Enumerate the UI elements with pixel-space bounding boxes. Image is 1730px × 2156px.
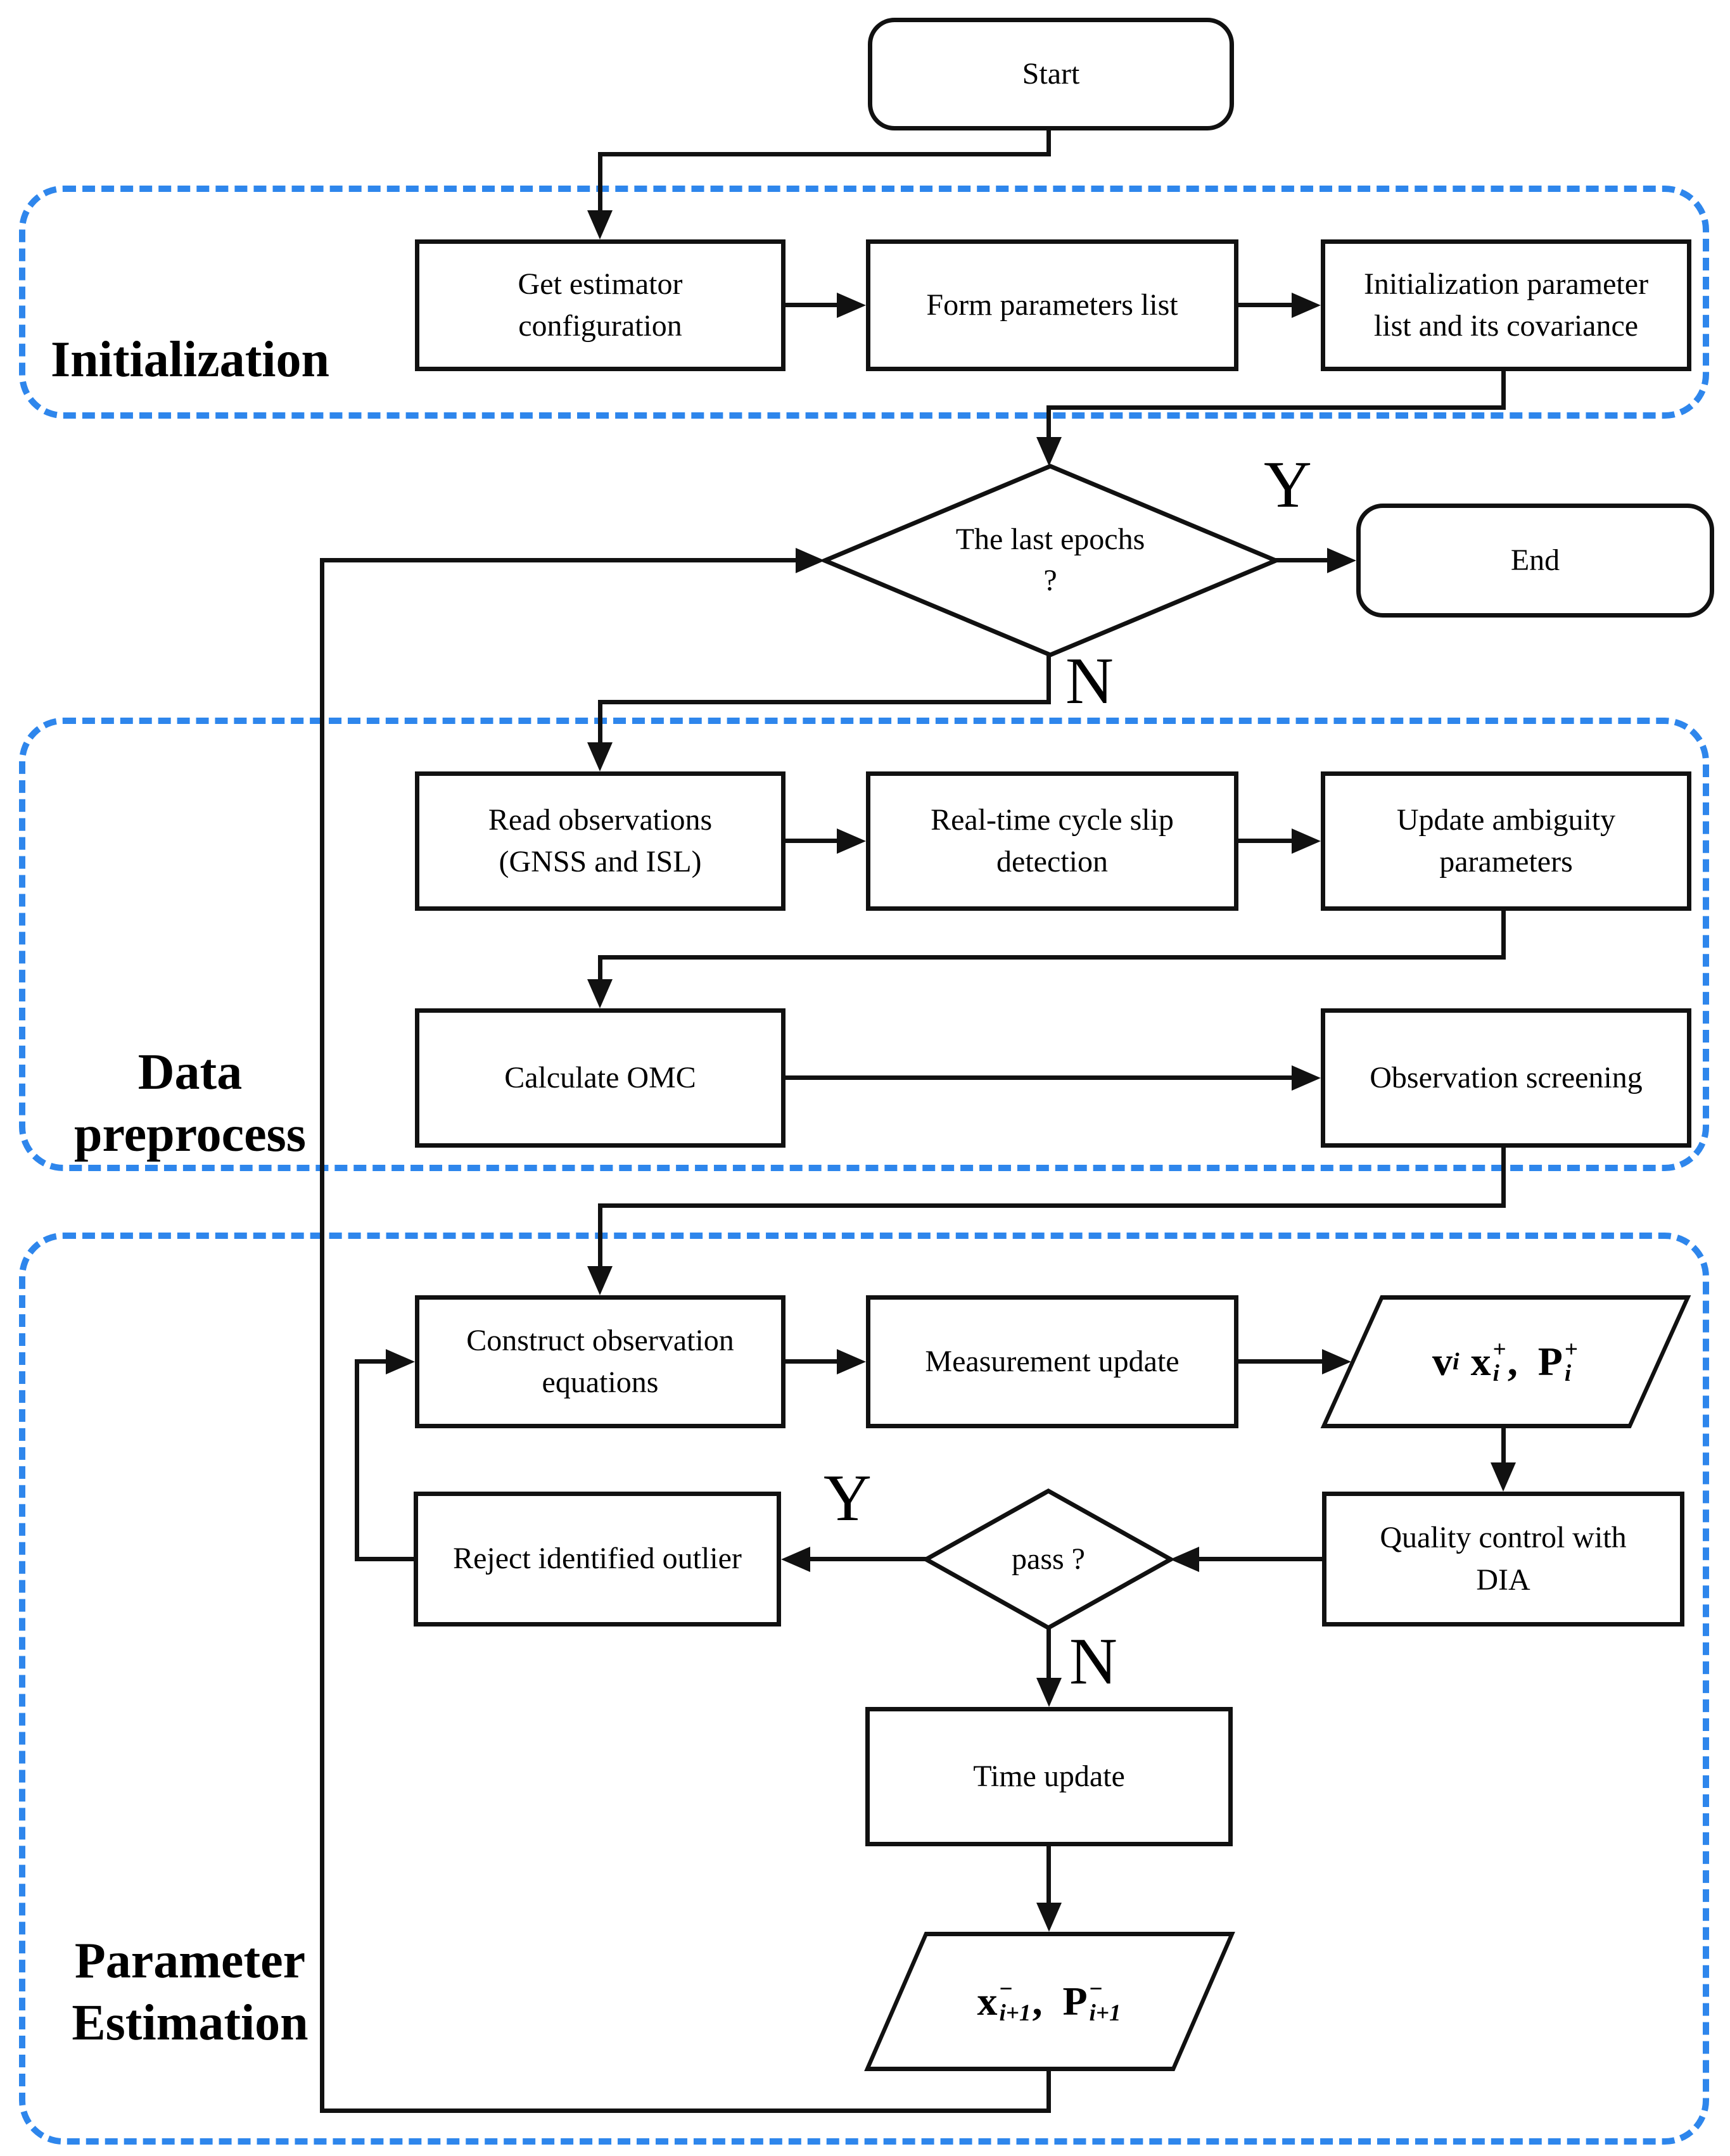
arrowhead-down-icon bbox=[1036, 1903, 1062, 1932]
decision-last-epochs: The last epochs ? bbox=[955, 523, 1145, 597]
arrowhead-right-icon bbox=[1327, 548, 1356, 573]
node-observation-screening: Observation screening bbox=[1321, 1008, 1691, 1148]
arrowhead-down-icon bbox=[587, 1266, 613, 1295]
io-prior-state: x−i+1, P−i+1 bbox=[977, 1976, 1121, 2026]
region-label-data-preprocess: Data preprocess bbox=[74, 1044, 306, 1162]
node-update-ambiguity-parameters: Update ambiguity parameters bbox=[1321, 771, 1691, 911]
arrowhead-right-icon bbox=[1292, 828, 1321, 854]
arrowhead-right-icon bbox=[1292, 1065, 1321, 1091]
node-initialization-parameter-list: Initialization parameter list and its co… bbox=[1321, 239, 1691, 371]
arrowhead-down-icon bbox=[1491, 1462, 1516, 1492]
arrowhead-down-icon bbox=[587, 742, 613, 771]
node-form-parameters-list: Form parameters list bbox=[866, 239, 1238, 371]
label-last-epochs-no: N bbox=[1065, 644, 1114, 718]
region-label-parameter-estimation: Parameter Estimation bbox=[72, 1933, 308, 2051]
arrowhead-down-icon bbox=[587, 979, 613, 1008]
arrowhead-down-icon bbox=[1036, 1678, 1062, 1707]
node-quality-control-dia: Quality control with DIA bbox=[1322, 1492, 1684, 1627]
node-measurement-update: Measurement update bbox=[866, 1295, 1238, 1428]
arrowhead-left-icon bbox=[1170, 1547, 1199, 1572]
arrowhead-right-icon bbox=[386, 1349, 415, 1374]
node-get-estimator-configuration: Get estimator configuration bbox=[415, 239, 785, 371]
label-last-epochs-yes: Y bbox=[1264, 447, 1312, 521]
decision-pass-shape bbox=[923, 1488, 1174, 1631]
decision-pass: pass ? bbox=[1012, 1542, 1085, 1576]
arrowhead-down-icon bbox=[587, 210, 613, 239]
node-construct-observation-equations: Construct observation equations bbox=[415, 1295, 785, 1428]
region-label-initialization: Initialization bbox=[50, 332, 330, 388]
decision-last-epochs-shape bbox=[821, 464, 1280, 657]
node-reject-identified-outlier: Reject identified outlier bbox=[414, 1492, 781, 1627]
arrowhead-left-icon bbox=[781, 1547, 810, 1572]
arrowhead-right-icon bbox=[837, 1349, 866, 1374]
arrowhead-right-icon bbox=[1292, 293, 1321, 318]
arrowhead-right-icon bbox=[837, 828, 866, 854]
label-pass-yes: Y bbox=[824, 1461, 872, 1535]
region-initialization bbox=[19, 186, 1709, 419]
node-read-observations: Read observations (GNSS and ISL) bbox=[415, 771, 785, 911]
arrowhead-down-icon bbox=[1036, 437, 1062, 466]
region-data-preprocess bbox=[19, 718, 1709, 1171]
node-calculate-omc: Calculate OMC bbox=[415, 1008, 785, 1148]
arrowhead-right-icon bbox=[796, 548, 825, 573]
node-end: End bbox=[1356, 504, 1714, 618]
node-time-update: Time update bbox=[865, 1707, 1233, 1846]
node-start: Start bbox=[868, 18, 1234, 130]
label-pass-no: N bbox=[1069, 1624, 1117, 1698]
arrowhead-right-icon bbox=[837, 293, 866, 318]
node-cycle-slip-detection: Real-time cycle slip detection bbox=[866, 771, 1238, 911]
region-parameter-estimation bbox=[19, 1233, 1709, 2145]
